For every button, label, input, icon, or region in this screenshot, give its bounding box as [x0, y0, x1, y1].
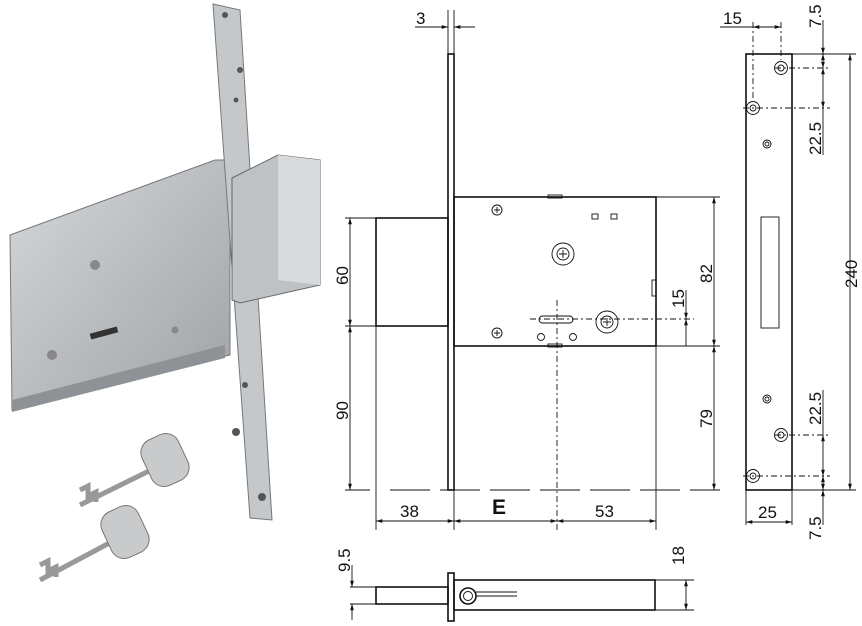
key-icon — [38, 504, 150, 583]
lock-case-photo — [9, 159, 231, 411]
front-view: 3 60 90 38 E 53 82 79 15 — [333, 9, 720, 532]
dim-width: 25 — [758, 503, 777, 522]
dim-bolt-projection: 38 — [400, 502, 419, 521]
bolt — [375, 217, 449, 327]
dim-bottom-margin: 7.5 — [806, 516, 825, 540]
faceplate — [447, 53, 455, 491]
dim-backset: E — [492, 496, 506, 519]
dim-bottom-spacing: 22.5 — [806, 392, 825, 425]
dim-bolt-lower: 90 — [333, 401, 352, 420]
dim-case-upper: 82 — [697, 264, 716, 283]
key-icon — [78, 432, 190, 508]
bolt-face-photo — [278, 155, 320, 285]
dim-case-lower: 79 — [697, 409, 716, 428]
screw-icon — [491, 204, 503, 216]
lock-case-bottom-edge — [12, 345, 225, 412]
dim-keyhole-offset: 15 — [669, 289, 688, 308]
dim-bolt-upper: 60 — [333, 266, 352, 285]
hole-icon — [762, 139, 772, 149]
strike-slot — [760, 216, 780, 329]
hole-icon — [762, 394, 772, 404]
strike-plate: 15 7.5 22.5 240 22.5 7.5 25 — [720, 4, 861, 540]
screw-icon — [595, 310, 619, 334]
dim-top-margin: 7.5 — [806, 4, 825, 28]
dim-height: 240 — [842, 260, 861, 288]
dim-hole-offset: 15 — [723, 9, 742, 28]
keyhole — [538, 315, 574, 324]
dim-faceplate-thickness: 3 — [416, 9, 425, 28]
dim-bolt-height: 9.5 — [335, 548, 354, 572]
lock-case — [453, 196, 657, 347]
dim-top-spacing: 22.5 — [806, 122, 825, 155]
dim-case-right: 53 — [595, 502, 614, 521]
screw-icon — [491, 327, 503, 339]
top-view: 9.5 18 — [335, 546, 694, 622]
dim-case-thickness: 18 — [669, 546, 688, 565]
lock-photo — [9, 3, 321, 583]
bolt-top — [375, 586, 449, 605]
screw-icon — [551, 242, 575, 266]
